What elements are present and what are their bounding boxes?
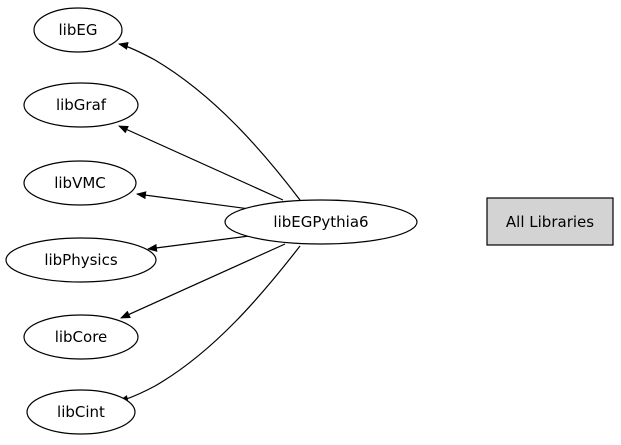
node-label-libcore: libCore: [55, 328, 108, 346]
node-libegpythia6[interactable]: libEGPythia6: [224, 199, 418, 245]
node-label-libgraf: libGraf: [56, 96, 107, 114]
all-libraries-button[interactable]: All Libraries: [486, 197, 614, 246]
node-label-libcint: libCint: [57, 403, 105, 421]
node-libeg[interactable]: libEG: [33, 7, 123, 53]
edge-libegpythia6-to-libcint: [118, 245, 301, 403]
node-libphysics[interactable]: libPhysics: [5, 237, 157, 283]
edge-libegpythia6-to-libeg: [118, 42, 301, 201]
node-label-libvmc: libVMC: [54, 174, 106, 192]
node-label-libeg: libEG: [59, 21, 98, 39]
node-label-libphysics: libPhysics: [44, 251, 118, 269]
node-libcint[interactable]: libCint: [26, 389, 136, 435]
edges: [118, 42, 301, 403]
node-libgraf[interactable]: libGraf: [23, 82, 139, 128]
edge-libegpythia6-to-libphysics: [147, 233, 266, 252]
node-label-libegpythia6: libEGPythia6: [273, 213, 368, 231]
edge-libegpythia6-to-libcore: [120, 243, 286, 319]
all-libraries-label: All Libraries: [506, 213, 594, 231]
node-libcore[interactable]: libCore: [23, 314, 139, 360]
node-libvmc[interactable]: libVMC: [23, 160, 137, 206]
edge-libegpythia6-to-libvmc: [136, 191, 266, 212]
edge-libegpythia6-to-libgraf: [118, 125, 284, 201]
